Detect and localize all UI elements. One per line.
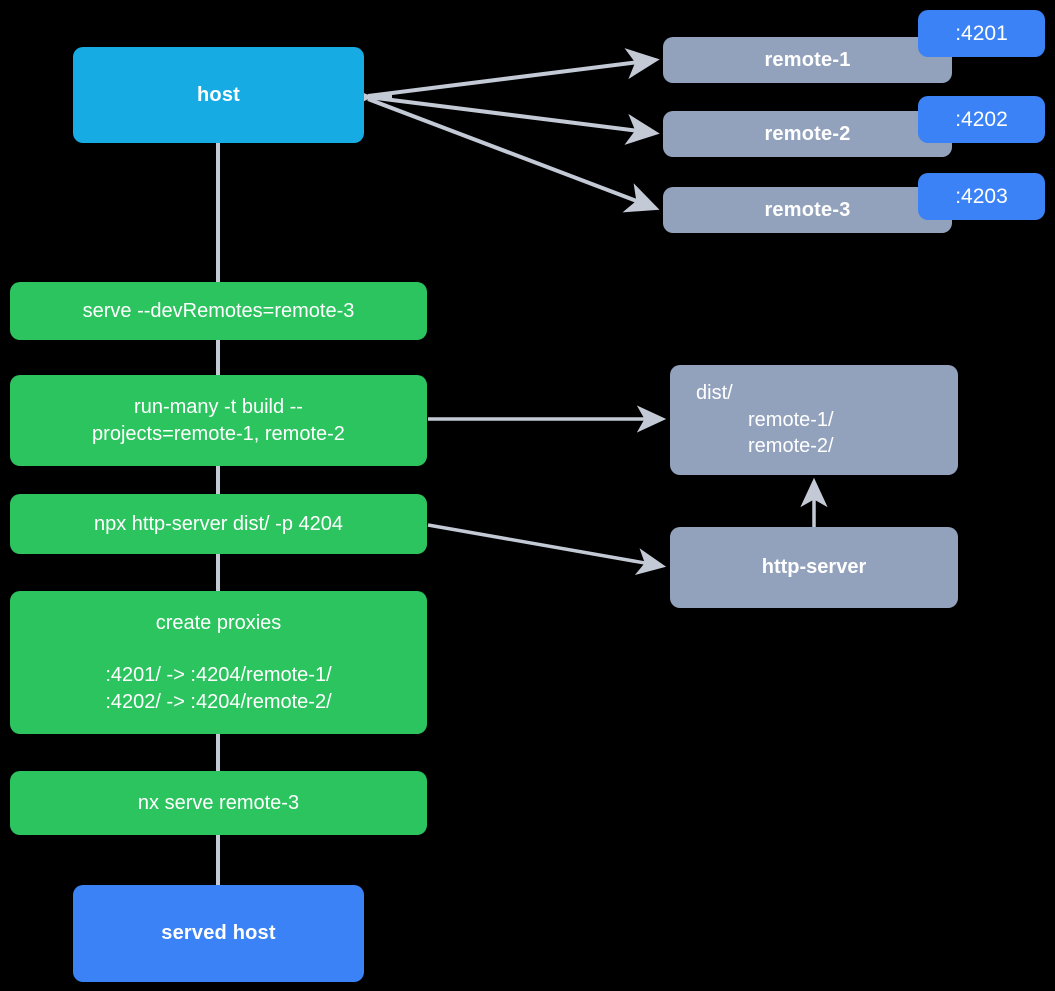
command-serve-dev-remotes[interactable]: serve --devRemotes=remote-3 xyxy=(10,282,427,340)
node-dist-folder[interactable]: dist/ remote-1/ remote-2/ xyxy=(670,365,958,475)
node-remote-2-label: remote-2 xyxy=(764,122,851,145)
command-create-proxies-line-2: :4202/ -> :4204/remote-2/ xyxy=(105,690,332,713)
node-host-label: host xyxy=(196,83,241,106)
node-remote-1[interactable]: remote-1 xyxy=(663,37,952,83)
badge-port-4203: :4203 xyxy=(918,173,1045,220)
node-remote-1-label: remote-1 xyxy=(764,48,851,71)
node-remote-2[interactable]: remote-2 xyxy=(663,111,952,157)
node-dist-folder-line-1: dist/ xyxy=(696,382,733,405)
node-dist-folder-line-3: remote-2/ xyxy=(748,435,834,458)
edge-host-to-remote-2 xyxy=(367,95,660,145)
command-create-proxies[interactable]: create proxies :4201/ -> :4204/remote-1/… xyxy=(10,591,427,734)
node-dist-folder-line-2: remote-1/ xyxy=(748,408,834,431)
command-npx-http-server[interactable]: npx http-server dist/ -p 4204 xyxy=(10,494,427,554)
badge-port-4201-label: :4201 xyxy=(955,21,1008,45)
command-run-many-build[interactable]: run-many -t build -- projects=remote-1, … xyxy=(10,375,427,466)
command-serve-dev-remotes-label: serve --devRemotes=remote-3 xyxy=(82,299,355,322)
node-http-server[interactable]: http-server xyxy=(670,527,958,608)
edge-host-to-remote-3 xyxy=(367,97,660,213)
node-http-server-label: http-server xyxy=(761,556,867,579)
node-remote-3-label: remote-3 xyxy=(764,198,851,221)
badge-port-4202: :4202 xyxy=(918,96,1045,143)
command-nx-serve-remote-3-label: nx serve remote-3 xyxy=(137,791,300,814)
command-create-proxies-title: create proxies xyxy=(155,611,282,634)
command-run-many-build-line-2: projects=remote-1, remote-2 xyxy=(92,422,345,445)
node-dist-folder-tree: dist/ remote-1/ remote-2/ xyxy=(670,380,958,459)
node-served-host[interactable]: served host xyxy=(73,885,364,982)
command-nx-serve-remote-3[interactable]: nx serve remote-3 xyxy=(10,771,427,835)
node-served-host-label: served host xyxy=(161,922,276,945)
edge-npx-to-http-server xyxy=(427,523,667,576)
edge-remotes-to-host-arrowhead xyxy=(338,82,393,114)
command-run-many-build-line-1: run-many -t build -- xyxy=(134,396,303,419)
edge-host-to-remote-1 xyxy=(367,48,660,98)
badge-port-4203-label: :4203 xyxy=(955,184,1008,208)
badge-port-4201: :4201 xyxy=(918,10,1045,57)
command-npx-http-server-label: npx http-server dist/ -p 4204 xyxy=(93,512,343,535)
command-create-proxies-line-1: :4201/ -> :4204/remote-1/ xyxy=(105,664,332,687)
badge-port-4202-label: :4202 xyxy=(955,107,1008,131)
node-remote-3[interactable]: remote-3 xyxy=(663,187,952,233)
node-host[interactable]: host xyxy=(73,47,364,143)
